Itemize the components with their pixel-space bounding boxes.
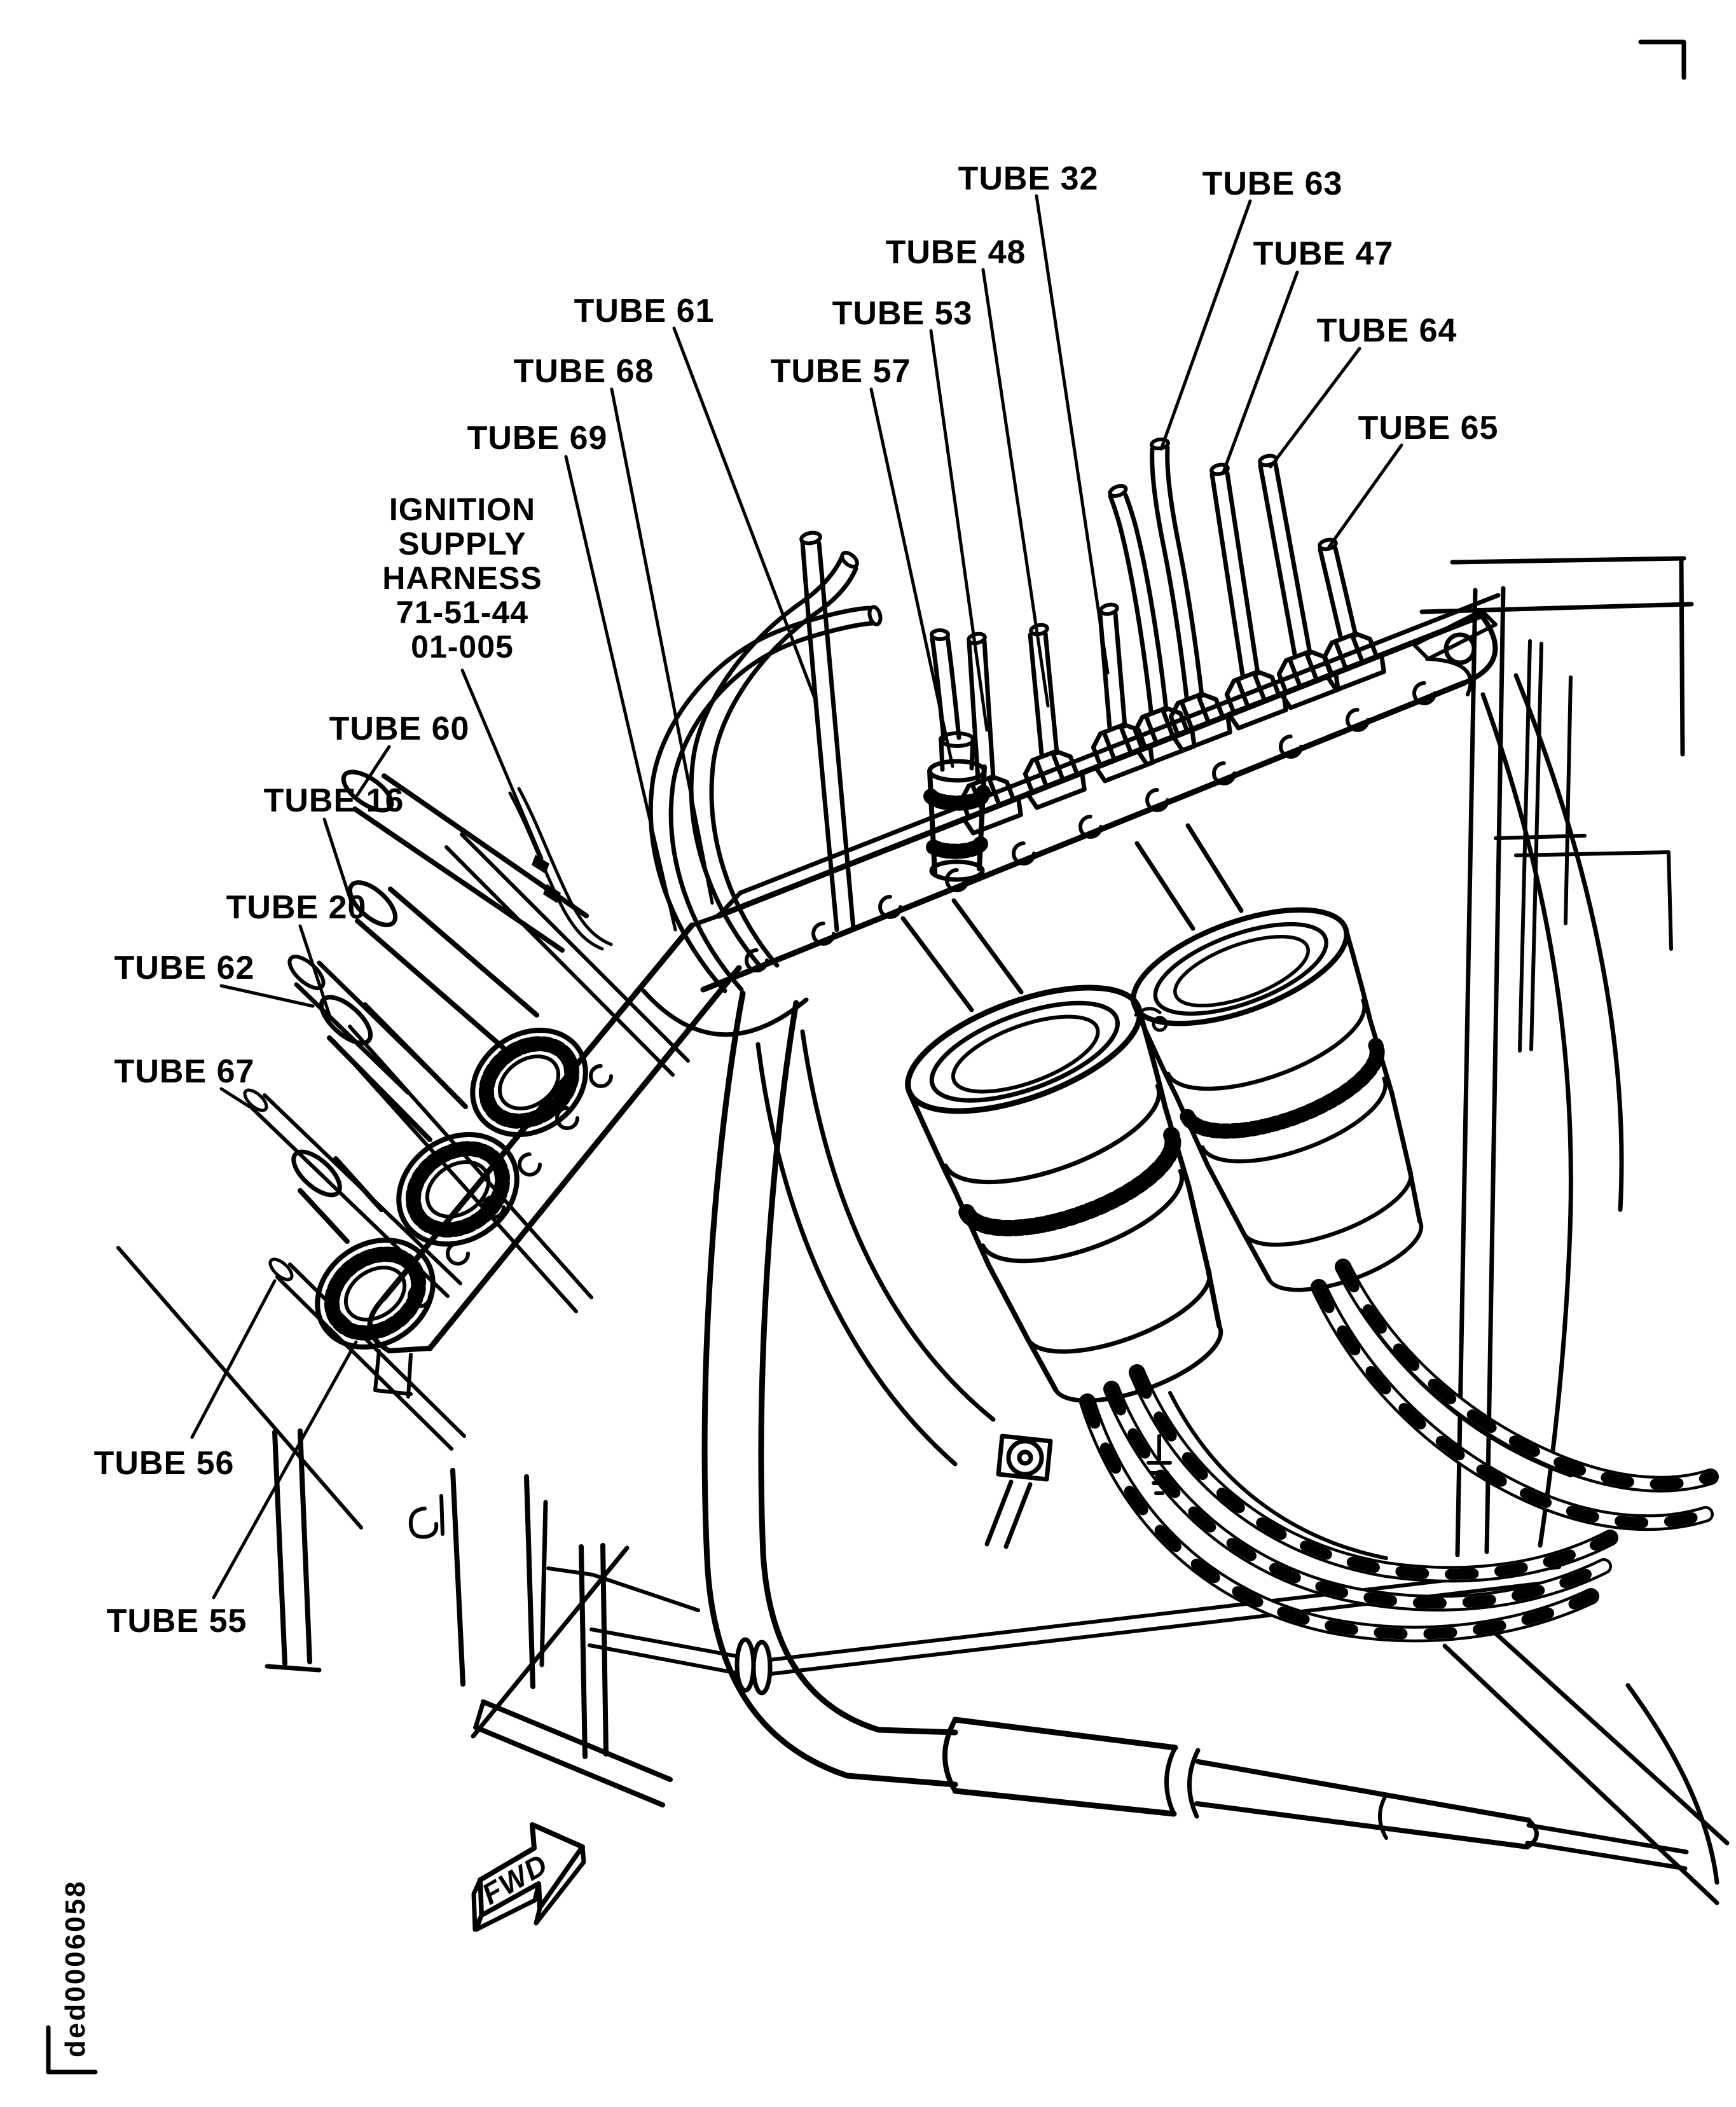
label-tube-65: TUBE 65 bbox=[1358, 410, 1499, 446]
connector-2-mount-stub bbox=[1134, 841, 1195, 931]
label-tube-47: TUBE 47 bbox=[1253, 235, 1394, 272]
label-tube-60: TUBE 60 bbox=[329, 710, 470, 747]
label-tube-57: TUBE 57 bbox=[771, 353, 911, 390]
tube-56-tip bbox=[268, 1257, 294, 1281]
label-tube-62: TUBE 62 bbox=[114, 950, 255, 986]
photo-id-bracket bbox=[46, 2025, 98, 2075]
label-tube-53: TUBE 53 bbox=[832, 295, 973, 332]
harness-note-line: 71-51-44 bbox=[396, 595, 528, 630]
label-tube-63: TUBE 63 bbox=[1202, 165, 1343, 202]
label-tube-55: TUBE 55 bbox=[107, 1603, 247, 1640]
label-tube-20: TUBE 20 bbox=[226, 889, 367, 926]
main-hose bbox=[701, 990, 958, 1788]
ignition-harness-wires bbox=[508, 787, 613, 951]
harness-note-line: SUPPLY bbox=[398, 526, 526, 562]
label-tube-32: TUBE 32 bbox=[958, 160, 1099, 197]
label-tube-67: TUBE 67 bbox=[114, 1053, 255, 1090]
label-tube-69: TUBE 69 bbox=[467, 420, 608, 457]
label-tube-48: TUBE 48 bbox=[886, 234, 1026, 271]
electrical-connector-1 bbox=[905, 984, 1223, 1403]
spring-hook-detail bbox=[408, 1507, 439, 1539]
harness-note-line: HARNESS bbox=[382, 560, 542, 596]
drawing-id-text: ded0006058 bbox=[60, 1879, 91, 2057]
drain-bolt-detail bbox=[1147, 1434, 1172, 1495]
bottom-tube-assembly bbox=[588, 1565, 1689, 1871]
label-tube-68: TUBE 68 bbox=[514, 353, 654, 390]
label-tube-61: TUBE 61 bbox=[574, 293, 715, 329]
label-tube-56: TUBE 56 bbox=[94, 1445, 235, 1482]
harness-clamp-bracket bbox=[984, 1433, 1053, 1549]
tube-60-open-end bbox=[341, 770, 394, 813]
upper-tubes bbox=[508, 437, 1388, 993]
electrical-connector-2 bbox=[1131, 907, 1424, 1292]
tube-67-tip bbox=[243, 1088, 268, 1112]
label-tube-16: TUBE 16 bbox=[264, 782, 404, 819]
support-legs bbox=[265, 1428, 700, 1807]
callout-labels: TUBE 32 TUBE 63 TUBE 48 TUBE 47 TUBE 61 … bbox=[60, 160, 1498, 2057]
fwd-arrow-icon bbox=[471, 1822, 586, 1932]
crop-corner-mark bbox=[1638, 39, 1686, 80]
wire-bundles bbox=[984, 1267, 1711, 1634]
tube-16-open-end bbox=[347, 880, 398, 927]
label-tube-64: TUBE 64 bbox=[1317, 312, 1457, 349]
connector-1-mount-stub bbox=[900, 916, 974, 1012]
leader-lines bbox=[190, 194, 1403, 1599]
right-structure bbox=[1419, 556, 1730, 1905]
left-couplings bbox=[243, 770, 589, 1451]
harness-note-line: IGNITION bbox=[389, 492, 535, 527]
harness-note-line: 01-005 bbox=[411, 629, 514, 665]
